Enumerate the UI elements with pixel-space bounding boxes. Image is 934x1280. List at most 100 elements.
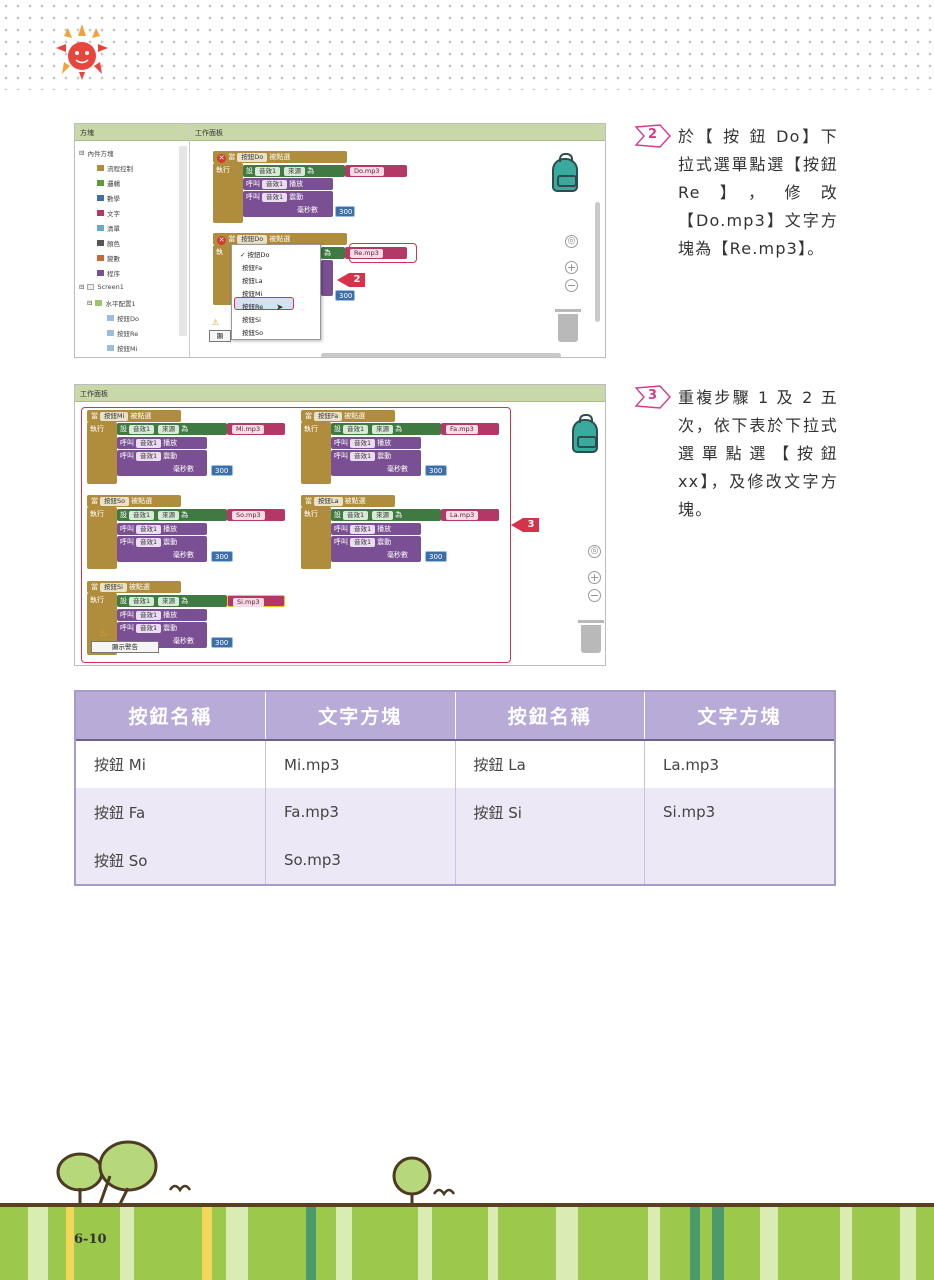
table-cell: La.mp3 bbox=[644, 740, 834, 788]
cursor-icon: ➤ bbox=[276, 303, 284, 313]
table-header: 文字方塊 bbox=[644, 692, 834, 741]
zoom-in-icon[interactable]: + bbox=[588, 571, 601, 584]
recenter-icon[interactable]: ◎ bbox=[565, 235, 578, 248]
warning-icon: ⚠ bbox=[99, 629, 107, 638]
highlight-box bbox=[81, 407, 511, 663]
dropdown-option[interactable]: 按鈕Fa bbox=[242, 264, 263, 272]
show-warnings-button[interactable]: 顯示警告 bbox=[91, 641, 159, 653]
tree-item[interactable]: 邏輯 bbox=[97, 178, 120, 188]
warning-icon: ⚠ bbox=[212, 318, 220, 327]
step-text: 於【 按 鈕 Do】下拉式選單點選【按鈕 Re】，修改【Do.mp3】文字方塊為… bbox=[678, 127, 838, 258]
tree-illustration-icon bbox=[392, 1156, 456, 1206]
tree-item[interactable]: 變數 bbox=[97, 253, 120, 263]
table-header: 按鈕名稱 bbox=[455, 692, 645, 741]
dropdown-option[interactable]: 按鈕Si bbox=[242, 316, 261, 324]
step-text: 重複步驟 1 及 2 五次，依下表於下拉式選單點選【按鈕 xx】，及修改文字方塊… bbox=[678, 388, 838, 519]
text-block[interactable]: La.mp3 bbox=[441, 509, 499, 521]
tree-item[interactable]: 按鈕Do bbox=[107, 313, 139, 323]
number-block[interactable]: 300 bbox=[335, 290, 355, 301]
text-block[interactable]: Fa.mp3 bbox=[441, 423, 499, 435]
table-cell: Si.mp3 bbox=[644, 788, 834, 836]
table-cell bbox=[455, 836, 645, 884]
step-2: 2 於【 按 鈕 Do】下拉式選單點選【按鈕 Re】，修改【Do.mp3】文字方… bbox=[634, 123, 844, 303]
table-cell: Mi.mp3 bbox=[265, 740, 456, 788]
tree-item[interactable]: 程序 bbox=[97, 268, 120, 278]
callout-arrow: 3 bbox=[511, 518, 539, 532]
tree-item[interactable]: 流程控制 bbox=[97, 163, 133, 173]
error-icon: ✕ bbox=[217, 236, 226, 245]
table-header: 文字方塊 bbox=[265, 692, 456, 741]
sun-icon bbox=[56, 24, 108, 80]
table-cell: 按鈕 So bbox=[76, 836, 266, 884]
table-cell: So.mp3 bbox=[265, 836, 456, 884]
zoom-out-icon[interactable]: − bbox=[588, 589, 601, 602]
text-block[interactable]: Re.mp3 bbox=[345, 247, 407, 259]
tree-item[interactable]: ⊟水平配置1 bbox=[87, 299, 136, 308]
step-badge-icon bbox=[634, 385, 671, 409]
tree-item[interactable]: 文字 bbox=[97, 208, 120, 218]
tree-item[interactable]: 清單 bbox=[97, 223, 120, 233]
trash-icon[interactable] bbox=[578, 620, 604, 653]
dropdown-option[interactable]: ✓ 按鈕Do bbox=[240, 251, 270, 259]
text-block-selected[interactable]: Si.mp3 bbox=[227, 595, 285, 607]
table-cell: 按鈕 La bbox=[455, 740, 645, 788]
mapping-table: 按鈕名稱 文字方塊 按鈕名稱 文字方塊 按鈕 Mi Mi.mp3 按鈕 La L… bbox=[74, 690, 836, 886]
zoom-in-icon[interactable]: + bbox=[565, 261, 578, 274]
text-block[interactable]: So.mp3 bbox=[227, 509, 285, 521]
step-number: 2 bbox=[648, 127, 658, 142]
dropdown-option[interactable]: 按鈕So bbox=[242, 329, 264, 337]
footer-band bbox=[0, 1203, 934, 1280]
text-block[interactable]: Mi.mp3 bbox=[227, 423, 285, 435]
step-badge-icon bbox=[634, 124, 671, 148]
tree-item[interactable]: 顏色 bbox=[97, 238, 120, 248]
workspace-title: 工作面板 bbox=[75, 385, 605, 402]
recenter-icon[interactable]: ◎ bbox=[588, 545, 601, 558]
callout-arrow: 2 bbox=[337, 273, 365, 287]
dropdown-option[interactable]: 按鈕Mi bbox=[242, 290, 263, 298]
workspace-vertical-scrollbar[interactable] bbox=[595, 202, 600, 322]
dropdown-option[interactable]: 按鈕Re bbox=[242, 303, 264, 311]
call-block bbox=[321, 260, 333, 296]
event-block-body: 執行 bbox=[213, 163, 243, 223]
table-cell: 按鈕 Si bbox=[455, 788, 645, 836]
tree-item[interactable]: 按鈕Re bbox=[107, 328, 138, 338]
table-row: 按鈕 So So.mp3 bbox=[76, 836, 834, 884]
backpack-icon[interactable] bbox=[552, 153, 578, 192]
text-block[interactable]: Do.mp3 bbox=[345, 165, 407, 177]
tree-item[interactable]: ⊟Screen1 bbox=[79, 283, 124, 291]
page-number: 6-10 bbox=[74, 1232, 107, 1247]
dropdown-option[interactable]: 按鈕La bbox=[242, 277, 263, 285]
table-header: 按鈕名稱 bbox=[76, 692, 266, 741]
palette-scrollbar[interactable] bbox=[179, 146, 187, 336]
set-block[interactable]: 為 bbox=[321, 247, 345, 259]
workspace-horizontal-scrollbar[interactable] bbox=[321, 353, 561, 357]
trash-icon[interactable] bbox=[555, 309, 581, 342]
button-dropdown-menu[interactable]: ✓ 按鈕Do 按鈕Fa 按鈕La 按鈕Mi 按鈕Re 按鈕Si 按鈕So ➤ bbox=[231, 244, 321, 340]
dotted-header bbox=[0, 0, 934, 90]
tree-item[interactable]: 按鈕Mi bbox=[107, 343, 137, 353]
number-block[interactable]: 300 bbox=[335, 206, 355, 217]
tree-item[interactable]: ⊟內件方塊 bbox=[79, 149, 114, 158]
show-warnings-button[interactable]: 顯 bbox=[209, 330, 231, 342]
table-cell: Fa.mp3 bbox=[265, 788, 456, 836]
tree-item[interactable]: 數學 bbox=[97, 193, 120, 203]
step-number: 3 bbox=[648, 388, 658, 403]
step-3: 3 重複步驟 1 及 2 五次，依下表於下拉式選單點選【按鈕 xx】，及修改文字… bbox=[634, 384, 844, 534]
backpack-icon[interactable] bbox=[572, 414, 598, 453]
zoom-out-icon[interactable]: − bbox=[565, 279, 578, 292]
